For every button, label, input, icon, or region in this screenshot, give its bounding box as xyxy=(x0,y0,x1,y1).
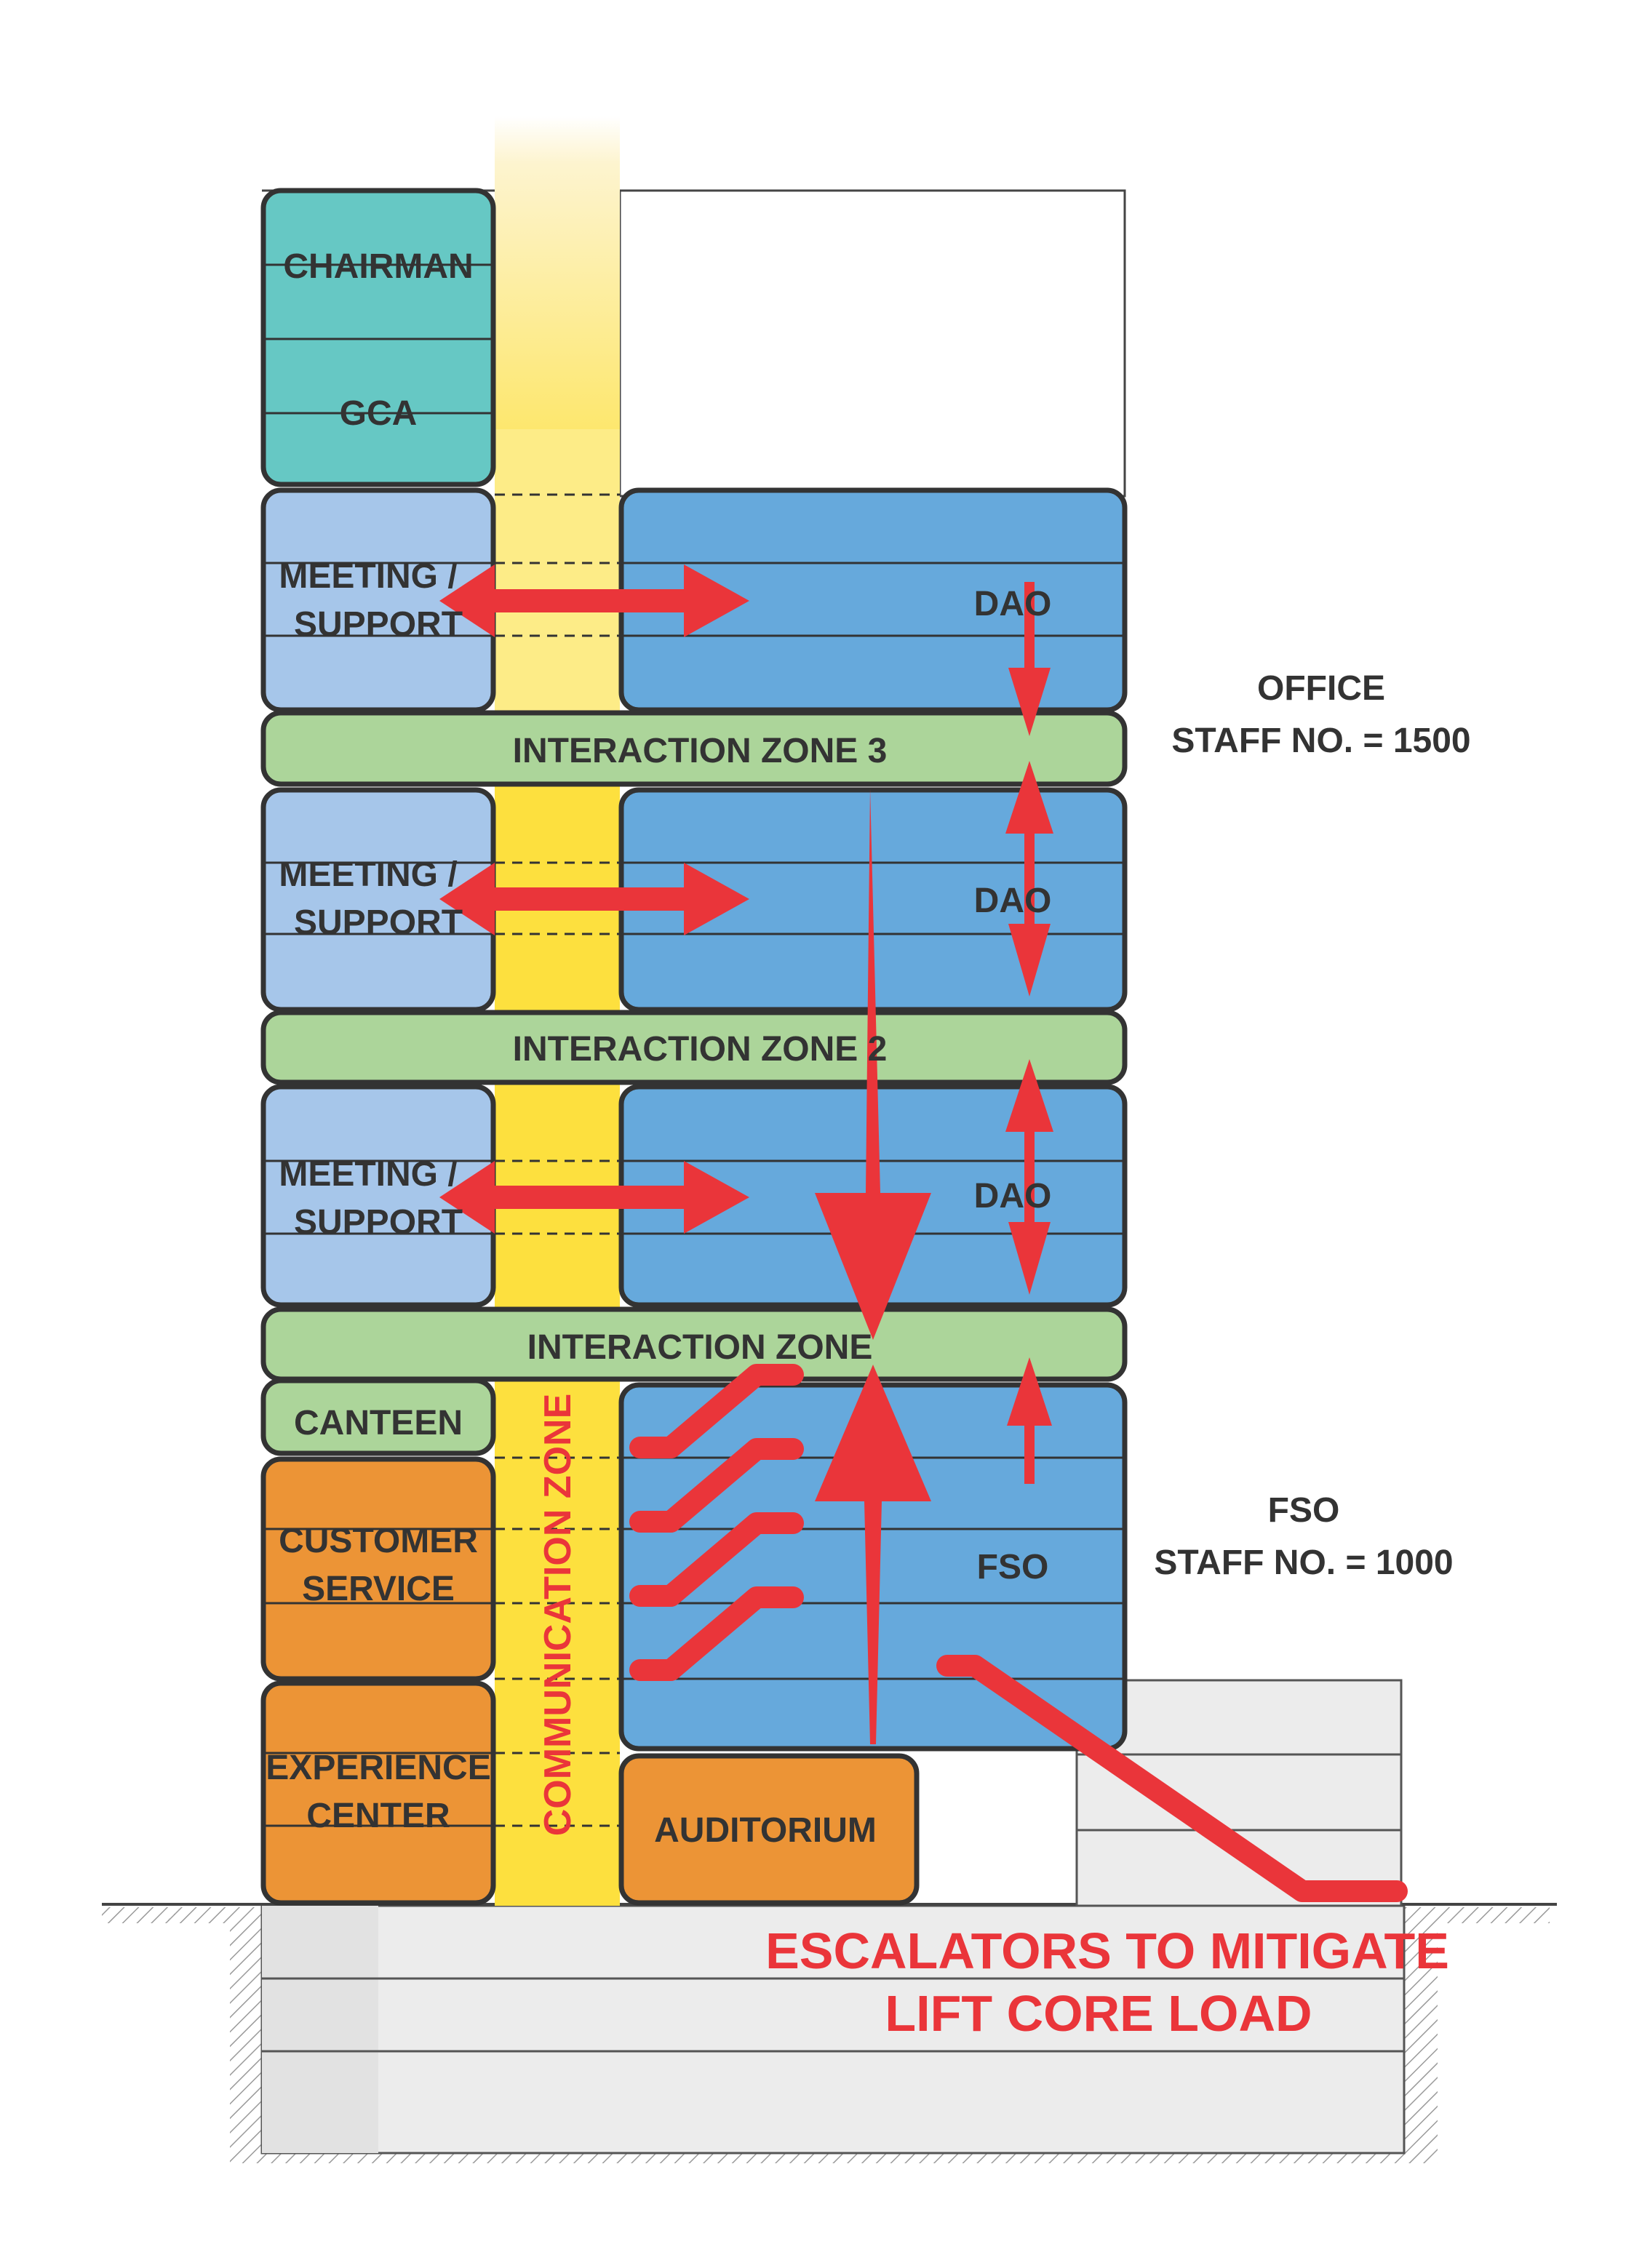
interaction-zone-2-band xyxy=(260,1010,1128,1085)
experience-center-line2: CENTER xyxy=(306,1797,450,1835)
main-upward-arrow xyxy=(815,1365,931,1744)
upper-tower-frame xyxy=(618,189,1126,498)
main-vertical-arrow xyxy=(815,788,931,1340)
customer-service-line1: CUSTOMER xyxy=(279,1522,478,1560)
vertical-arrow-c xyxy=(1005,1059,1053,1295)
callout-line2: LIFT CORE LOAD xyxy=(885,1985,1312,2042)
circulation-arrows xyxy=(439,564,1053,1744)
escalator-1 xyxy=(629,1364,804,1458)
vertical-arrow-b xyxy=(1005,761,1053,997)
escalator-2 xyxy=(629,1438,804,1533)
vertical-arrow-d xyxy=(1007,1357,1052,1484)
horizontal-arrow-3 xyxy=(439,564,749,637)
fso-block-label: FSO xyxy=(977,1548,1049,1586)
escalator-3 xyxy=(629,1512,804,1607)
podium xyxy=(1075,1679,1403,1907)
office-label-line1: OFFICE xyxy=(1257,669,1385,708)
meeting-support-1-line2: SUPPORT xyxy=(294,1203,463,1242)
meeting-support-2-line2: SUPPORT xyxy=(294,903,463,942)
meeting-support-1-line1: MEETING / xyxy=(279,1155,457,1194)
ground-section xyxy=(102,1903,1557,2163)
interaction-zone-2-label: INTERACTION ZONE 2 xyxy=(513,1030,888,1069)
meeting-support-3-line2: SUPPORT xyxy=(294,605,463,644)
vertical-arrow-a xyxy=(1008,582,1051,736)
communication-zone-label: COMMUNICATION ZONE xyxy=(537,1394,579,1837)
auditorium-block xyxy=(618,1753,920,1906)
basement xyxy=(260,1904,1406,2155)
chairman-gca-block xyxy=(260,188,496,487)
meeting-support-3-line1: MEETING / xyxy=(279,557,457,596)
experience-center-line1: EXPERIENCE xyxy=(266,1749,490,1787)
gca-label: GCA xyxy=(340,394,418,433)
basement-core xyxy=(262,1906,378,2153)
horizontal-arrow-1 xyxy=(439,1161,749,1234)
chairman-label: CHAIRMAN xyxy=(283,247,473,286)
dao-3-label: DAO xyxy=(974,585,1052,623)
dao-1-label: DAO xyxy=(974,1177,1052,1215)
horizontal-arrow-2 xyxy=(439,863,749,935)
interaction-zone-1-label: INTERACTION ZONE xyxy=(527,1328,873,1367)
shaft-floor-lines xyxy=(495,493,620,1827)
escalator-4 xyxy=(629,1586,804,1681)
dao-2-label: DAO xyxy=(974,882,1052,920)
fso-side-label-line2: STAFF NO. = 1000 xyxy=(1154,1544,1453,1582)
interaction-zone-3-band xyxy=(260,710,1128,787)
callout-line1: ESCALATORS TO MITIGATE xyxy=(765,1922,1449,1979)
canteen-label: CANTEEN xyxy=(294,1404,463,1442)
interaction-zone-1-band xyxy=(260,1306,1128,1382)
light-shaft xyxy=(495,116,620,429)
escalators xyxy=(629,1364,1408,1902)
experience-center-block xyxy=(260,1680,496,1906)
meeting-support-2-line1: MEETING / xyxy=(279,855,457,894)
fso-side-label-line1: FSO xyxy=(1268,1491,1340,1530)
auditorium-label: AUDITORIUM xyxy=(654,1811,877,1850)
customer-service-block xyxy=(260,1456,496,1682)
interaction-zone-3-label: INTERACTION ZONE 3 xyxy=(513,732,888,770)
customer-service-line2: SERVICE xyxy=(302,1570,455,1608)
escalator-callout-line xyxy=(936,1655,1408,1902)
office-label-line2: STAFF NO. = 1500 xyxy=(1171,722,1470,760)
